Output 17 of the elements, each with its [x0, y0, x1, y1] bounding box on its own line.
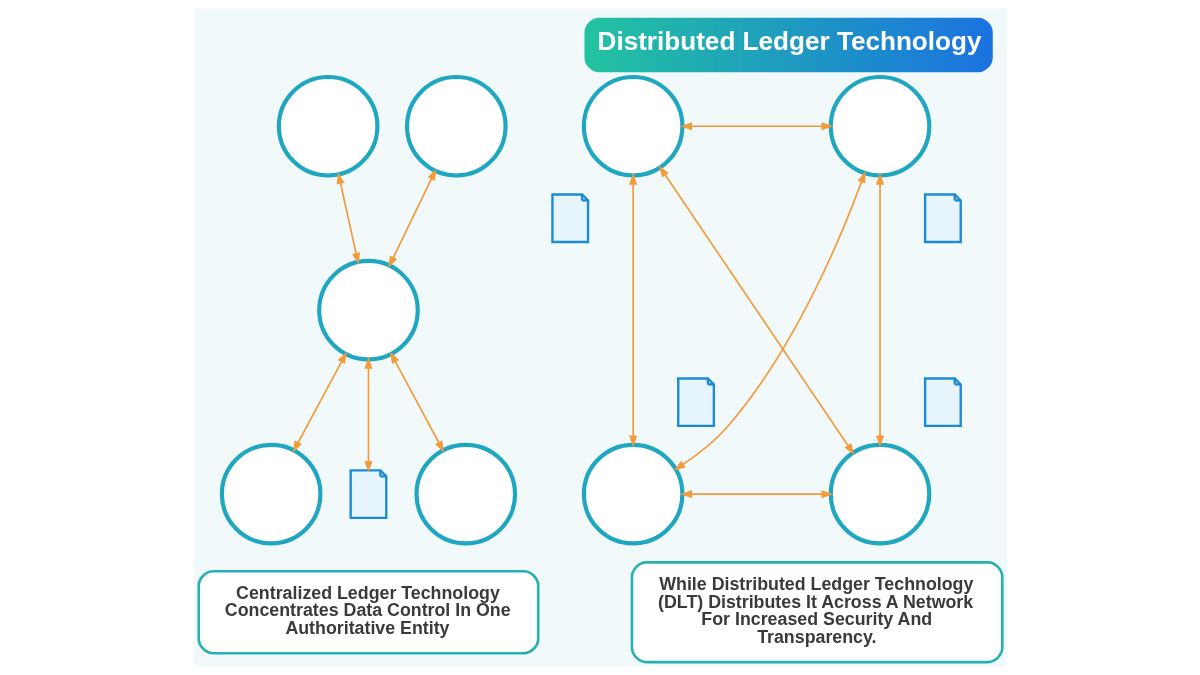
node-circle [828, 74, 931, 178]
arrow [673, 171, 865, 471]
node-box: While Distributed Ledger Technology (DLT) Distributes It Across A Network For Increased Security And Transparency. [630, 561, 1004, 664]
arrow [658, 165, 854, 455]
arrow [679, 490, 833, 499]
arrow [679, 122, 833, 131]
diagram-title: Distributed Ledger Technology [597, 26, 981, 57]
arrow [336, 172, 360, 265]
arrow [628, 173, 637, 448]
arrow [363, 357, 373, 473]
node-circle [276, 74, 379, 178]
arrow [292, 351, 347, 453]
arrow [389, 351, 444, 453]
node-box: Centralized Ledger Technology Concentrates Data Control In One Authoritative Entity [196, 570, 539, 655]
arrow [387, 168, 436, 268]
node-circle [404, 74, 508, 178]
arrow [875, 173, 884, 448]
